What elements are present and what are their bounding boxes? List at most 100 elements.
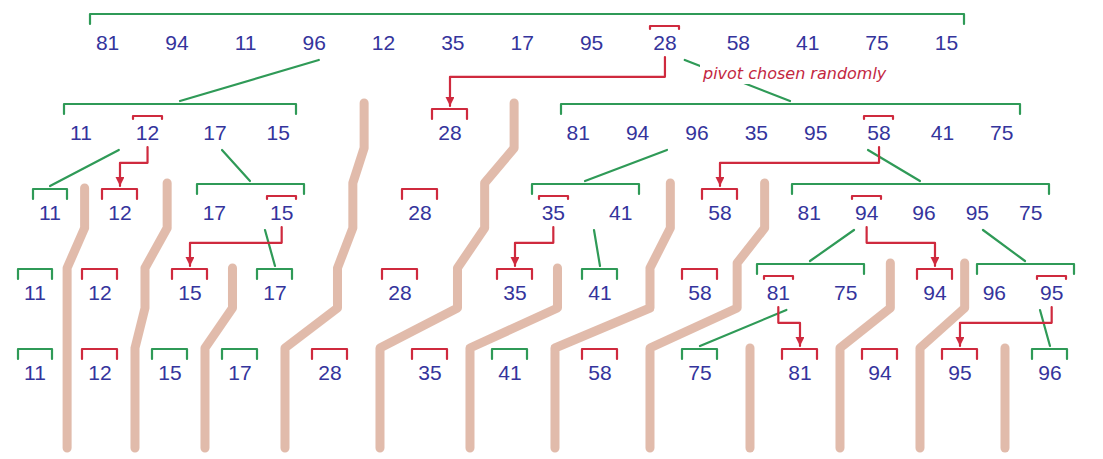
bracket xyxy=(1031,348,1068,360)
sublist-group: 96 xyxy=(1031,348,1068,388)
split-line xyxy=(700,310,786,346)
bracket xyxy=(851,195,882,200)
pivot-group: 95 xyxy=(941,348,978,388)
bracket-line xyxy=(582,269,617,279)
bracket-line xyxy=(382,269,417,279)
list-number: 41 xyxy=(931,120,954,146)
carry-stroke xyxy=(67,188,85,448)
bracket xyxy=(581,348,618,360)
bracket xyxy=(681,348,718,360)
pivot-arrow xyxy=(720,147,879,186)
list-number: 75 xyxy=(1019,200,1042,226)
bracket-line xyxy=(582,349,617,359)
bracket xyxy=(17,348,53,360)
pivot-group: 94 xyxy=(851,195,882,226)
pivot-group: 12 xyxy=(81,348,118,388)
list-number: 96 xyxy=(1038,360,1061,386)
bracket-line xyxy=(792,184,1049,194)
sublist-group: 75 xyxy=(681,348,718,388)
bracket-line xyxy=(33,189,67,199)
bracket xyxy=(649,25,680,30)
pivot-group: 94 xyxy=(861,348,898,388)
bracket xyxy=(63,103,297,115)
list-number: 58 xyxy=(867,120,890,146)
sublist-group: 11 xyxy=(17,268,53,308)
bracket-line xyxy=(539,196,568,199)
sublist-group: 11121715 xyxy=(63,103,297,148)
list-number: 95 xyxy=(804,120,827,146)
sublist-group: 15 xyxy=(151,348,188,388)
list-number: 81 xyxy=(798,200,821,226)
bracket xyxy=(401,188,438,200)
bracket xyxy=(1036,275,1067,280)
bracket-line xyxy=(82,269,117,279)
bracket xyxy=(32,188,68,200)
sublist-group: 81941196123517952858417515 xyxy=(89,13,965,58)
bracket xyxy=(256,268,293,280)
list-number: 35 xyxy=(542,200,565,226)
bracket xyxy=(560,103,1021,115)
note-text: pivot chosen randomly xyxy=(700,64,889,84)
bracket xyxy=(538,195,569,200)
list-number: 15 xyxy=(178,280,201,306)
bracket-line xyxy=(492,349,527,359)
bracket-line xyxy=(852,196,881,199)
bracket-line xyxy=(82,349,117,359)
pivot-group: 28 xyxy=(401,188,438,228)
list-number: 35 xyxy=(503,280,526,306)
split-line xyxy=(180,60,319,101)
list-number: 28 xyxy=(318,360,341,386)
bracket-line xyxy=(1032,349,1067,359)
bracket xyxy=(491,348,528,360)
list-number: 15 xyxy=(267,120,290,146)
list-number: 81 xyxy=(767,280,790,306)
bracket xyxy=(781,348,818,360)
bracket-line xyxy=(172,269,207,279)
split-line xyxy=(868,150,920,181)
carry-stroke xyxy=(135,183,167,448)
list-number: 17 xyxy=(203,200,226,226)
carry-stroke xyxy=(650,183,765,448)
bracket xyxy=(701,188,738,200)
pivot-arrow xyxy=(778,307,800,346)
list-number: 75 xyxy=(990,120,1013,146)
list-number: 28 xyxy=(408,200,431,226)
list-number: 11 xyxy=(70,120,92,146)
list-number: 94 xyxy=(923,280,946,306)
pivot-group: 28 xyxy=(431,108,468,148)
pivot-group: 58 xyxy=(863,115,894,146)
bracket xyxy=(756,263,865,275)
list-number: 94 xyxy=(626,120,649,146)
list-number: 75 xyxy=(834,280,857,306)
bracket xyxy=(531,183,640,195)
bracket-line xyxy=(222,349,257,359)
bracket-line xyxy=(102,189,137,199)
carry-stroke xyxy=(380,103,514,448)
list-number: 11 xyxy=(24,360,46,386)
list-number: 15 xyxy=(935,30,958,56)
split-line xyxy=(1040,310,1050,346)
carry-stroke xyxy=(745,348,754,448)
pivot-arrow xyxy=(450,57,665,106)
bracket-line xyxy=(782,349,817,359)
bracket xyxy=(381,268,418,280)
sublist-group: 81 75 xyxy=(756,263,865,308)
pivot-arrow xyxy=(190,227,282,266)
list-number: 12 xyxy=(108,200,131,226)
pivot-group: 81 xyxy=(781,348,818,388)
pivot-group: 35 xyxy=(496,268,533,308)
pivot-group: 94 xyxy=(916,268,953,308)
pivot-group: 58 xyxy=(701,188,738,228)
bracket xyxy=(763,275,794,280)
bracket xyxy=(132,115,163,120)
sublist-group: 17 xyxy=(256,268,293,308)
list-number: 17 xyxy=(203,120,226,146)
list-number: 12 xyxy=(372,30,395,56)
pivot-arrow xyxy=(515,227,553,266)
split-line xyxy=(594,230,600,266)
list-number: 41 xyxy=(609,200,632,226)
bracket-line xyxy=(942,349,977,359)
bracket-line xyxy=(764,276,793,279)
sublist-group: 41 xyxy=(491,348,528,388)
bracket-line xyxy=(917,269,952,279)
